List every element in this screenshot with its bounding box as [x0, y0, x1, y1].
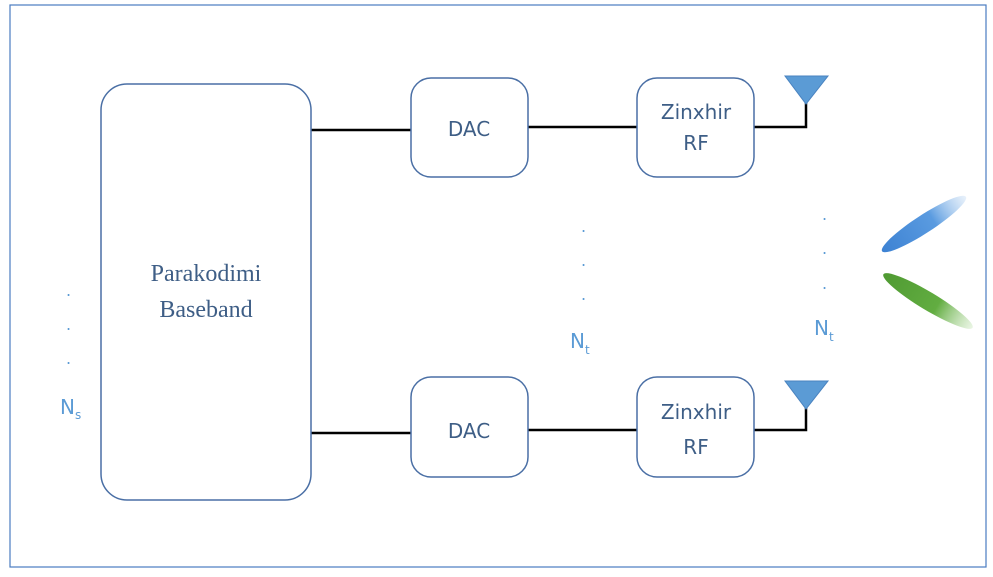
baseband-precoder-block: Parakodimi Baseband	[100, 83, 312, 501]
streams-label-base: N	[60, 395, 75, 419]
antenna-icon-top	[784, 75, 830, 105]
streams-label: N s	[60, 395, 81, 422]
ellipsis-dot: .	[66, 315, 71, 334]
rf-label-bottom-line1: Zinxhir	[661, 400, 732, 424]
streams-label-sub: s	[75, 408, 81, 422]
wire-rf-antenna-top	[754, 103, 808, 129]
ellipsis-streams: . . .	[66, 281, 71, 368]
dac-block-bottom: DAC	[410, 376, 529, 478]
beam-icon-blue	[881, 195, 967, 253]
antennas-label: N t	[814, 316, 834, 344]
chains-label: N t	[570, 329, 590, 357]
dac-label-bottom: DAC	[448, 419, 490, 443]
rf-label-top-line2: RF	[683, 131, 708, 155]
baseband-label-line1: Parakodimi	[151, 261, 262, 287]
ellipsis-antennas: . . .	[822, 205, 827, 293]
ellipsis-dot: .	[581, 285, 586, 304]
dac-block-top: DAC	[410, 77, 529, 178]
ellipsis-dot: .	[581, 251, 586, 270]
antennas-label-base: N	[814, 316, 829, 340]
wire-rf-antenna-bottom	[754, 408, 808, 432]
rf-label-bottom-line2: RF	[683, 435, 708, 459]
ellipsis-dot: .	[66, 349, 71, 368]
baseband-label-line2: Baseband	[159, 297, 252, 323]
beam-icon-green	[883, 273, 973, 329]
chains-label-base: N	[570, 329, 585, 353]
ellipsis-chains: . . .	[581, 217, 586, 304]
wires	[311, 103, 808, 435]
antenna-icon-bottom	[784, 380, 830, 410]
rf-chain-block-top: Zinxhir RF	[636, 77, 755, 178]
dac-label-top: DAC	[448, 117, 490, 141]
ellipsis-dot: .	[822, 205, 827, 224]
ellipsis-dot: .	[66, 281, 71, 300]
outer-frame	[9, 4, 987, 568]
antennas-label-sub: t	[829, 330, 834, 344]
rf-label-top-line1: Zinxhir	[661, 100, 732, 124]
ellipsis-dot: .	[822, 274, 827, 293]
ellipsis-dot: .	[822, 239, 827, 258]
chains-label-sub: t	[585, 343, 590, 357]
rf-chain-block-bottom: Zinxhir RF	[636, 376, 755, 478]
ellipsis-dot: .	[581, 217, 586, 236]
